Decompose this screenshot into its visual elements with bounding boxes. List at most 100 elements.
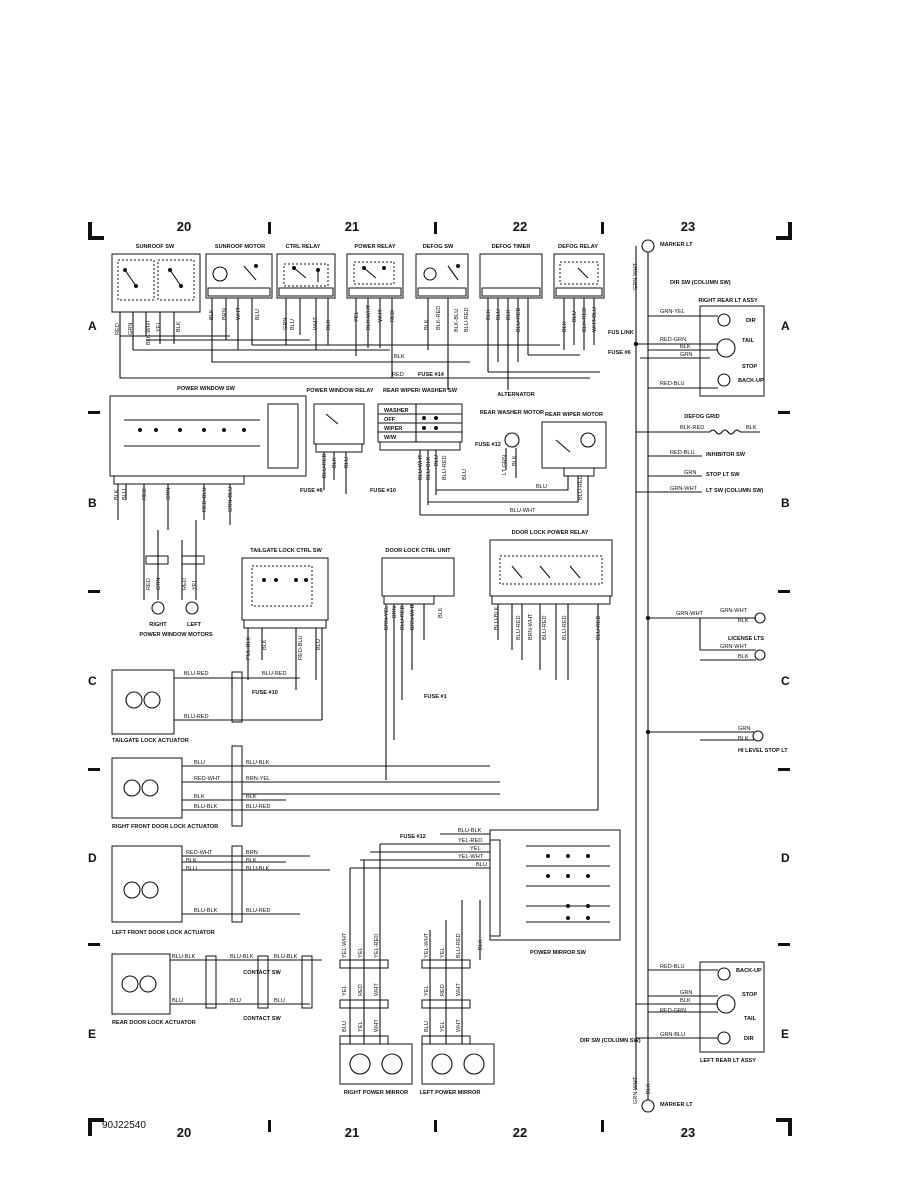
label: DIR SW (COLUMN SW) [670, 280, 731, 286]
col-label-bottom: 20 [177, 1125, 191, 1140]
wire: WHT [378, 309, 384, 322]
wire: YEL [358, 1021, 364, 1032]
wire: BLK [512, 455, 518, 466]
wire: BLK-RED [680, 425, 704, 431]
wire: BLU-BLK [194, 804, 218, 810]
wire: YEL-RED [374, 934, 380, 958]
wire: BLK-RED [436, 306, 442, 330]
wire: BLU-RED [542, 615, 548, 640]
lamp: TAIL [742, 338, 755, 344]
label: REAR WIPER/ WASHER SW [383, 388, 458, 394]
door-lock-power-relay: DOOR LOCK POWER RELAY [489, 530, 613, 810]
wire: WHT [456, 1019, 462, 1032]
wire: BLU-RED [322, 453, 328, 478]
wire: RED-BLU [298, 635, 304, 660]
wire: BRN [246, 850, 258, 856]
wire: BLU-RED [184, 714, 209, 720]
wire: BRN-YEL [246, 776, 270, 782]
wire: WHT [313, 317, 319, 330]
lamp: BACK-UP [736, 968, 762, 974]
wire: BLK [680, 998, 691, 1004]
power-window-sw: POWER WINDOW SW [109, 386, 307, 560]
wire: BLK [209, 309, 215, 320]
wire: WHT [374, 983, 380, 996]
wire: BLU [230, 998, 241, 1004]
wire: GRN-WHT [633, 262, 639, 290]
wire: BLK [506, 309, 512, 320]
wire: RED-WHT [186, 850, 213, 856]
label: DEFOG TIMER [492, 244, 531, 250]
marker-lt-top: MARKER LT [635, 239, 693, 1090]
right-power-mirror: RIGHT POWER MIRROR [339, 844, 413, 1096]
lamp: DIR [744, 1036, 754, 1042]
defog-sw: DEFOG SW [415, 244, 469, 390]
label: REAR WASHER MOTOR [480, 410, 544, 416]
wire: GRN [684, 470, 696, 476]
wire: BLU-BLK [494, 606, 500, 630]
wire: BRN-WHT [410, 603, 416, 630]
wire: GRN-BLU [660, 1032, 685, 1038]
wire: BLU-BLK [426, 456, 432, 480]
row-label-right: C [781, 674, 790, 688]
label: CTRL RELAY [286, 244, 321, 250]
row-label-right: B [781, 496, 790, 510]
wire: BLK-RED [582, 308, 588, 332]
figure-id: 90J22540 [102, 1120, 146, 1131]
wire: WHT [456, 983, 462, 996]
label: POWER RELAY [354, 244, 395, 250]
wire: BLK [194, 794, 205, 800]
wire: YEL-WHT [342, 932, 348, 958]
wire: BLU-BLK [172, 954, 196, 960]
label: CONTACT SW [243, 1016, 281, 1022]
wire: BLK [262, 639, 268, 650]
wire: BRN [392, 606, 398, 618]
wire: GRN [680, 352, 692, 358]
label: RIGHT [149, 622, 167, 628]
marker-lt-bottom: MARKER LT [641, 1044, 693, 1113]
wire: BLU [424, 1021, 430, 1032]
wire: BLU-RED [516, 307, 522, 332]
wire: YEL [358, 947, 364, 958]
door-lock-ctrl-unit: DOOR LOCK CTRL UNIT [381, 548, 455, 780]
wire: BLK [738, 618, 749, 624]
position: OFF [384, 417, 396, 423]
label: FUSE #10 [370, 488, 396, 494]
wire: RED [390, 310, 396, 322]
wire: BLK-WHT [366, 304, 372, 330]
label: ALTERNATOR [497, 392, 535, 398]
label: RIGHT FRONT DOOR LOCK ACTUATOR [112, 824, 218, 830]
label: TAILGATE LOCK ACTUATOR [112, 738, 189, 744]
wire: RED [115, 323, 121, 335]
label: FUSE #10 [252, 690, 278, 696]
power-mirror-sw: FUSE #12 POWER MIRROR SW [350, 829, 621, 960]
wire: BLU [342, 1021, 348, 1032]
label: RIGHT POWER MIRROR [344, 1090, 408, 1096]
row-label-right: D [781, 851, 790, 865]
wire: BLU-BLK [246, 866, 270, 872]
wire: YEL [192, 579, 198, 590]
label: INHIBITOR SW [706, 452, 746, 458]
label: STOP LT SW [706, 472, 740, 478]
wire: BLU-RED [464, 307, 470, 332]
label: POWER WINDOW SW [177, 386, 236, 392]
label: DEFOG GRID [684, 414, 719, 420]
wire: BLK [746, 425, 757, 431]
wire: RED-BLU [670, 450, 695, 456]
wire: RED-BLU [660, 964, 685, 970]
wire: WHT [236, 307, 242, 320]
wire: RED [358, 984, 364, 996]
defog-timer: DEFOG TIMER [479, 244, 543, 372]
wire: BLU-RED [246, 908, 271, 914]
wire: BRN [222, 308, 228, 320]
label: FUSE #6 [300, 488, 323, 494]
wire: BLK [738, 736, 749, 742]
wire: GRN-WHT [670, 486, 698, 492]
wire: GRN-WHT [720, 608, 748, 614]
wire: BLU [290, 319, 296, 330]
wire: BLU [344, 457, 350, 468]
power-relay: POWER RELAY [346, 244, 404, 378]
label: MARKER LT [660, 1102, 693, 1108]
wire: BLU-RED [596, 615, 602, 640]
wire: YEL [470, 846, 481, 852]
col-label-top: 22 [513, 219, 527, 234]
